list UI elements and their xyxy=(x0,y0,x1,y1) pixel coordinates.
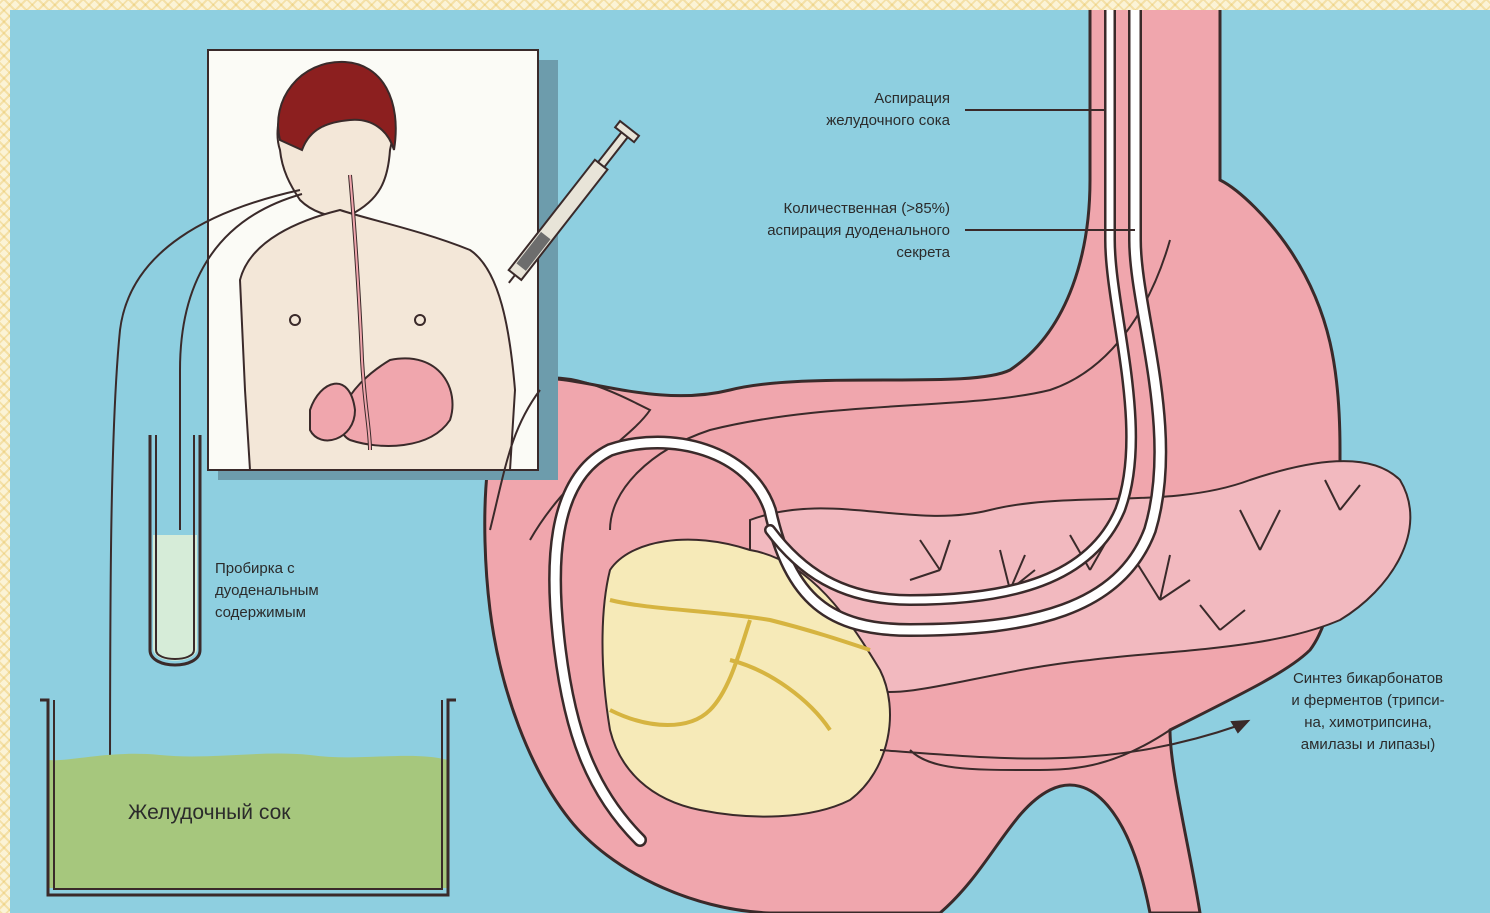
label-line: содержимым xyxy=(215,602,385,624)
gastric-juice-basin xyxy=(40,700,456,895)
label-line: дуоденальным xyxy=(215,580,385,602)
label-line: аспирация дуоденального xyxy=(690,220,950,242)
label-synthesis: Синтез бикарбонатов и ферментов (трипси-… xyxy=(1248,668,1488,756)
label-line: желудочного сока xyxy=(730,110,950,132)
label-line: и ферментов (трипси- xyxy=(1248,690,1488,712)
label-line: Пробирка с xyxy=(215,558,385,580)
label-aspiration-gastric: Аспирация желудочного сока xyxy=(730,88,950,132)
label-aspiration-duodenal: Количественная (>85%) аспирация дуоденал… xyxy=(690,198,950,264)
label-test-tube: Пробирка с дуоденальным содержимым xyxy=(215,558,385,624)
label-gastric-juice: Желудочный сок xyxy=(128,802,290,824)
diagram-canvas: Аспирация желудочного сока Количественна… xyxy=(10,10,1490,913)
test-tube xyxy=(150,435,200,665)
label-line: Синтез бикарбонатов xyxy=(1248,668,1488,690)
arrow-head-icon xyxy=(1232,721,1248,732)
anatomy-illustration xyxy=(10,10,1490,913)
label-line: секрета xyxy=(690,242,950,264)
label-line: на, химотрипсина, xyxy=(1248,712,1488,734)
label-line: амилазы и липазы) xyxy=(1248,734,1488,756)
label-line: Количественная (>85%) xyxy=(690,198,950,220)
label-line: Аспирация xyxy=(730,88,950,110)
